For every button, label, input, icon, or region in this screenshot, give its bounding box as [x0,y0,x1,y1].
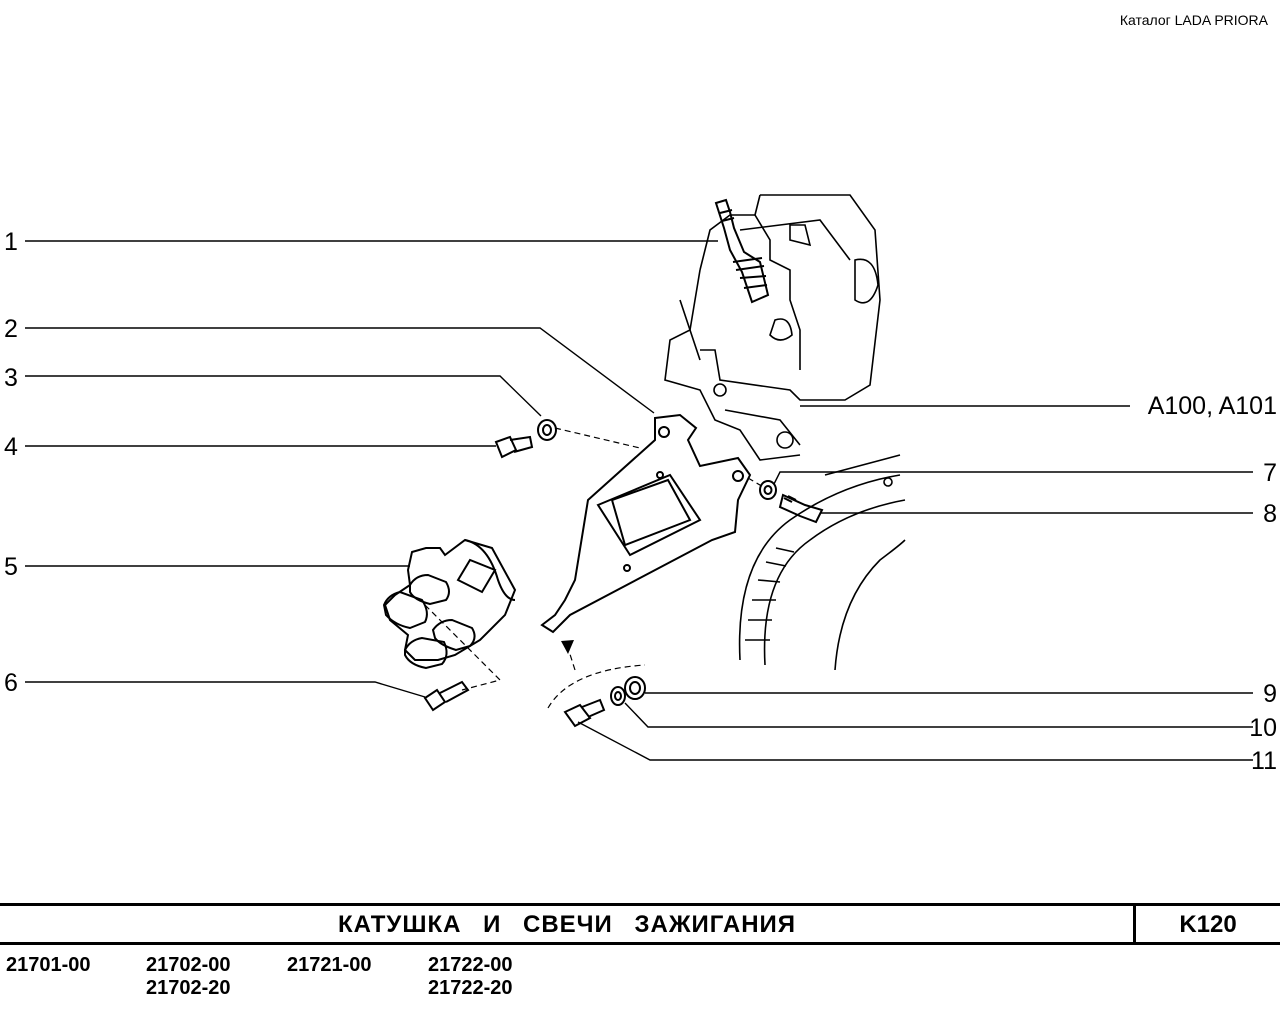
bolt-6 [423,680,470,712]
callout-numbers-left: 1 2 3 4 5 6 [4,228,18,697]
callout-8: 8 [1263,500,1277,528]
model-code: 21722-00 [428,954,513,976]
callout-ref: A100, A101 [1148,392,1277,420]
callout-6: 6 [4,669,18,697]
callout-9: 9 [1263,680,1277,708]
assembly-lines [424,427,766,709]
bolt-4 [494,435,534,459]
coil-bracket [540,413,752,634]
spark-plug [714,198,770,304]
callout-7: 7 [1263,459,1277,487]
model-code: 21721-00 [287,954,372,976]
ignition-coil [382,538,517,670]
callout-3: 3 [4,364,18,392]
callout-1: 1 [4,228,18,256]
page-title: КАТУШКА И СВЕЧИ ЗАЖИГАНИЯ [337,911,797,938]
callout-4: 4 [4,433,18,461]
washer-9 [624,676,646,700]
callout-5: 5 [4,553,18,581]
callout-numbers-right: 7 8 9 10 11 A100, A101 [1148,392,1277,775]
engine-block [664,194,881,461]
model-col-3: 21721-00 [287,954,372,977]
model-code: 21701-00 [6,954,91,976]
callout-2: 2 [4,315,18,343]
title-bar: КАТУШКА И СВЕЧИ ЗАЖИГАНИЯ K120 [0,903,1280,945]
washer-10 [610,686,626,706]
washer-7 [759,480,777,500]
callout-10: 10 [1249,714,1277,742]
page-code: K120 [1179,911,1237,938]
bolt-11 [563,698,606,728]
model-code: 21722-20 [428,977,513,999]
model-col-1: 21701-00 [6,954,91,977]
callout-11: 11 [1251,747,1277,775]
washer-3 [537,419,557,441]
parts-diagram: 1 2 3 4 5 6 7 8 9 10 11 A100, A101 [4,194,1277,775]
model-list: 21701-00 21702-00 21702-20 21721-00 2172… [0,954,1280,1014]
arrow-icon [561,640,574,654]
leader-lines [25,240,1253,761]
model-col-2: 21702-00 21702-20 [146,954,231,1000]
title-divider [1133,906,1136,942]
model-code: 21702-20 [146,977,231,999]
bolt-8 [778,493,824,524]
model-col-4: 21722-00 21722-20 [428,954,513,1000]
model-code: 21702-00 [146,954,231,976]
catalog-header: Каталог LADA PRIORA [1119,12,1268,28]
